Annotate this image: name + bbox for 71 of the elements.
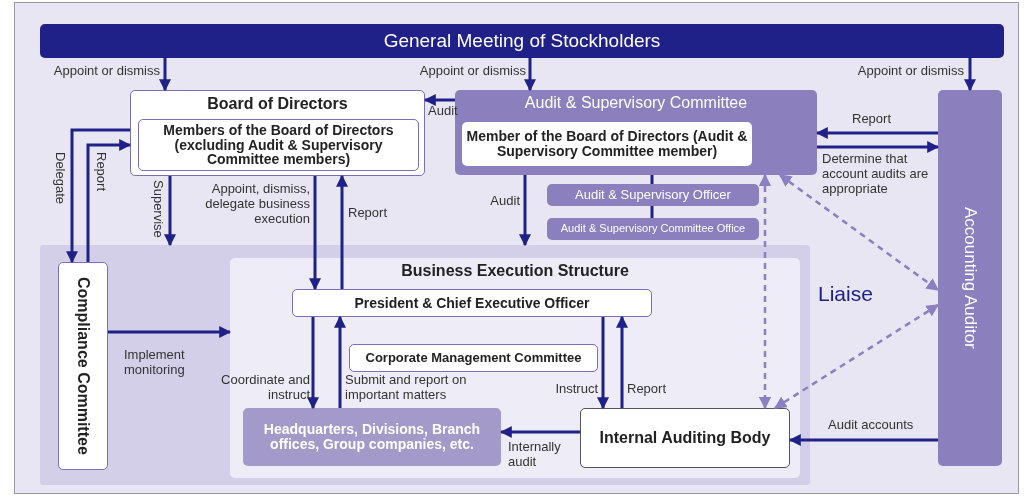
box-label: Member of the Board of Directors (Audit & Supervisory Committee member): [465, 129, 749, 159]
arrow: [334, 315, 346, 408]
edge-label: Appoint or dismiss: [856, 64, 964, 79]
box-label: Audit & Supervisory Officer: [574, 188, 732, 202]
arrow: [499, 426, 580, 438]
edge-label: Appoint, dismiss, delegate business execution: [204, 182, 310, 227]
edge-label: Submit and report on important matters: [345, 373, 468, 403]
box-label: Corporate Management Committee: [364, 351, 583, 365]
arrow: [66, 128, 130, 264]
group-title: Audit & Supervisory Committee: [524, 93, 748, 112]
arrow: [108, 326, 232, 338]
box-label: General Meeting of Stockholders: [382, 31, 662, 51]
arrow: [815, 127, 938, 139]
edge-label: Audit: [428, 104, 459, 119]
edge-label: Implement monitoring: [124, 348, 186, 378]
arrow: [164, 176, 176, 247]
process-box: [547, 218, 759, 240]
arrow: [817, 141, 940, 153]
edge-label: Report: [93, 152, 108, 192]
arrow: [159, 58, 171, 92]
box-label: Audit & Supervisory Committee Office: [559, 223, 747, 235]
arrow: [336, 174, 348, 289]
edge-label: Determine that account audits are appropriate: [822, 152, 930, 197]
process-box: [138, 119, 419, 171]
connector-line: [650, 175, 654, 184]
process-box: [292, 289, 652, 317]
group-title: Business Execution Structure: [401, 261, 629, 280]
arrow: [788, 434, 938, 446]
edge-label: Internally audit: [508, 440, 562, 470]
arrow: [86, 139, 132, 262]
process-box: [349, 344, 598, 372]
arrow: [524, 58, 536, 92]
edge-label: Delegate: [52, 152, 67, 205]
arrow: [519, 175, 531, 247]
process-box: [462, 122, 752, 166]
process-box: [547, 184, 759, 206]
dashed-arrow: [773, 303, 940, 410]
edge-label: Instruct: [554, 382, 598, 397]
banner: [40, 24, 1004, 58]
process-box: [243, 408, 501, 466]
box-label: Compliance Committee: [74, 277, 94, 455]
edge-label: Report: [852, 112, 893, 127]
edge-label: Audit accounts: [828, 418, 915, 433]
arrow: [964, 58, 976, 92]
edge-label: Report: [348, 206, 389, 221]
dashed-arrow: [779, 174, 939, 291]
edge-label: Supervise: [150, 180, 165, 238]
box-label: Members of the Board of Directors (excluding Audit & Supervisory Committee members): [162, 122, 395, 168]
edge-label: Appoint or dismiss: [52, 64, 160, 79]
arrow: [423, 94, 455, 106]
edge-label: Audit: [489, 194, 520, 209]
process-box: [580, 408, 790, 468]
process-box: [58, 262, 108, 470]
box-label: Internal Auditing Body: [598, 429, 772, 447]
arrow: [597, 317, 609, 410]
edge-label: Coordinate and instruct: [220, 373, 310, 403]
arrow: [616, 315, 628, 408]
arrow: [309, 176, 321, 291]
box-label: President & Chief Executive Officer: [353, 295, 591, 311]
edge-label: Appoint or dismiss: [418, 64, 526, 79]
connector-line: [650, 206, 654, 218]
process-box: [938, 90, 1002, 466]
group-box: [130, 90, 425, 176]
dashed-arrow: [758, 173, 772, 410]
box-label: Headquarters, Divisions, Branch offices, Group companies, etc.: [262, 422, 482, 452]
note-text: Liaise: [818, 282, 873, 307]
box-label: Accounting Auditor: [959, 207, 981, 349]
band: [40, 245, 810, 485]
edge-label: Report: [627, 382, 668, 397]
arrow: [307, 317, 319, 410]
group-title: Board of Directors: [207, 94, 348, 113]
